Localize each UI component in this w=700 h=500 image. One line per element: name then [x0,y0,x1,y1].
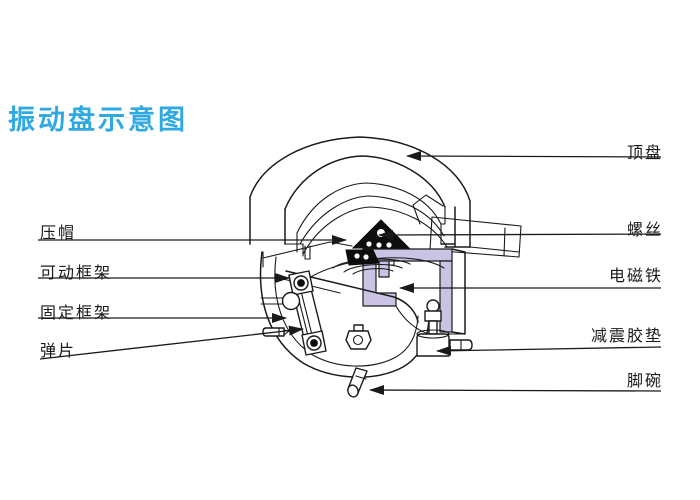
leader-spring-plate [39,325,304,360]
leader-foot-cup [369,385,662,396]
label-fixed-frame: 固定框架 [40,303,113,322]
page-title: 振动盘示意图 [8,105,188,136]
leader-damper-pad [436,345,662,356]
leader-top-plate [406,151,662,162]
label-spring-plate: 弹片 [40,341,77,360]
electromagnet-drawing [362,248,453,333]
label-damper-pad: 减震胶垫 [590,326,663,345]
label-movable-frame: 可动框架 [40,263,113,282]
label-pressure-cap: 压帽 [40,223,77,242]
foot-cup-drawing [347,367,368,398]
leader-screw [378,229,662,240]
label-electromagnet: 电磁铁 [608,266,663,285]
center-bolt-drawing [345,324,372,350]
leader-lines [38,151,662,396]
label-foot-cup: 脚碗 [626,371,663,390]
spring-plate-drawing [288,270,327,356]
